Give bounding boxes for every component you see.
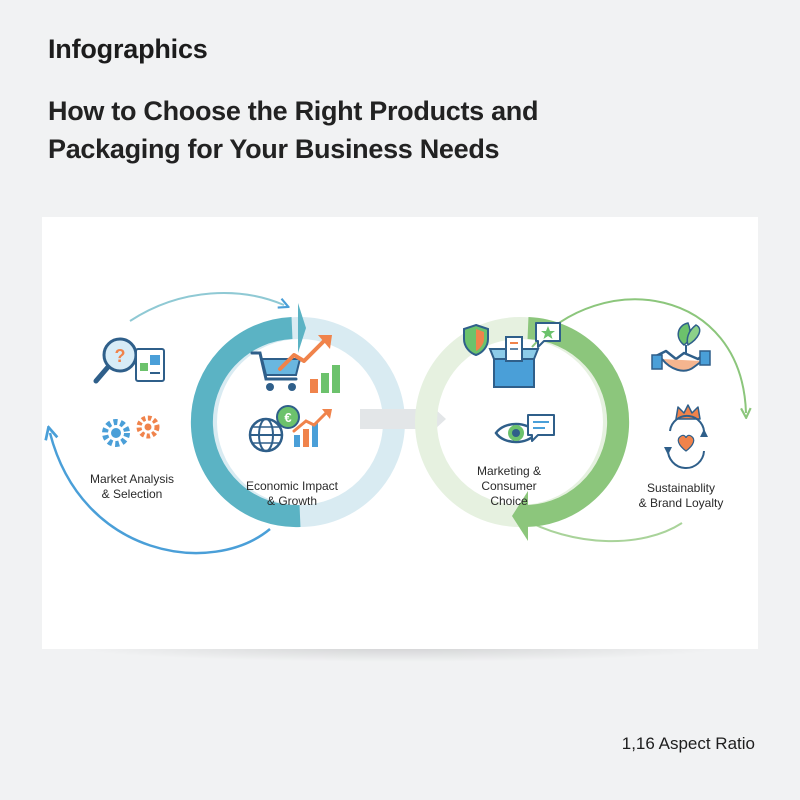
outer-green-arc-top bbox=[531, 298, 746, 413]
globe-icon bbox=[248, 417, 284, 453]
open-box-icon bbox=[488, 336, 540, 388]
page-title-line-1: How to Choose the Right Products and bbox=[48, 96, 539, 126]
aspect-ratio-caption: 1,16 Aspect Ratio bbox=[621, 734, 755, 753]
shield-icon bbox=[463, 323, 489, 357]
euro-coin-icon: € bbox=[276, 405, 300, 429]
stage-label-marketing: Marketing & Consumer Choice bbox=[444, 464, 574, 509]
leaf-icon bbox=[677, 322, 701, 353]
handshake-icon bbox=[651, 349, 711, 372]
gears-icon bbox=[102, 415, 160, 447]
magnifier-question-icon: ? bbox=[93, 337, 138, 384]
outer-green-arc-bottom bbox=[519, 516, 683, 542]
stage-4-label-line-1: Sustainablity bbox=[646, 481, 716, 495]
eyebrow-title: Infographics bbox=[48, 34, 208, 64]
crown-icon bbox=[675, 404, 701, 420]
document-chart-icon bbox=[135, 348, 165, 382]
stage-1-label-line-1: Market Analysis bbox=[89, 472, 175, 486]
chat-bubble-icon bbox=[527, 414, 555, 442]
eye-icon bbox=[494, 422, 538, 444]
stage-4-label-line-2: & Brand Loyalty bbox=[638, 496, 724, 510]
stage-label-market-analysis: Market Analysis & Selection bbox=[62, 472, 202, 502]
green-cycle-arrowhead bbox=[512, 491, 528, 541]
svg-text:?: ? bbox=[115, 346, 126, 366]
stage-label-sustainability: Sustainablity & Brand Loyalty bbox=[616, 481, 746, 511]
outer-blue-arc-top bbox=[129, 292, 284, 322]
stage-2-label-line-2: & Growth bbox=[266, 494, 317, 508]
page-title: How to Choose the Right Products and Pac… bbox=[48, 92, 668, 168]
heart-cycle-icon bbox=[664, 414, 708, 470]
outer-blue-arc-bottom bbox=[50, 433, 271, 555]
stage-2-label-line-1: Economic Impact bbox=[245, 479, 339, 493]
infographic-card: ? bbox=[42, 217, 758, 649]
trend-arrow-icon bbox=[278, 335, 332, 371]
stage-1-label-line-2: & Selection bbox=[101, 487, 163, 501]
green-cycle-arc bbox=[519, 317, 630, 528]
bar-chart-icon bbox=[310, 365, 340, 393]
cycle-diagram: ? bbox=[42, 292, 758, 555]
growth-chart-icon bbox=[292, 409, 332, 447]
blue-cycle-arrowhead bbox=[298, 303, 306, 353]
stage-3-label-line-3: Choice bbox=[490, 494, 528, 508]
star-bubble-icon bbox=[535, 322, 561, 348]
stage-3-label-line-2: Consumer bbox=[481, 479, 537, 493]
svg-text:€: € bbox=[284, 410, 291, 425]
page-title-line-2: Packaging for Your Business Needs bbox=[48, 134, 500, 164]
blue-cycle-arc bbox=[190, 317, 301, 528]
stage-3-label-line-1: Marketing & bbox=[476, 464, 542, 478]
stage-label-economic-impact: Economic Impact & Growth bbox=[222, 479, 362, 509]
